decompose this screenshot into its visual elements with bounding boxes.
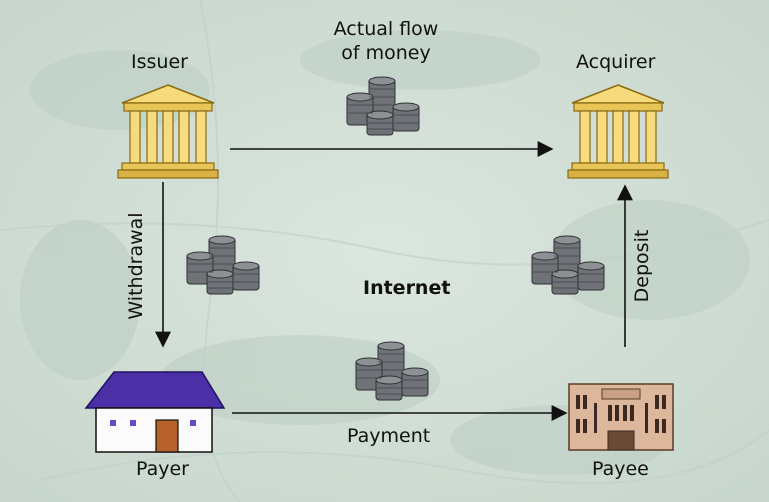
deposit-label: Deposit [631, 229, 653, 303]
payee-building-icon [568, 383, 674, 451]
acquirer-label: Acquirer [576, 51, 656, 73]
money-coins-icon [346, 76, 420, 136]
issuer-label: Issuer [131, 51, 188, 73]
withdrawal-label: Withdrawal [125, 212, 147, 320]
acquirer-bank-icon [567, 84, 669, 179]
money-flow-label-line2: of money [341, 42, 431, 64]
issuer-bank-icon [117, 84, 219, 179]
payer-label: Payer [136, 458, 189, 480]
payee-label: Payee [592, 458, 649, 480]
internet-label: Internet [363, 277, 451, 299]
deposit-coins-icon [531, 235, 605, 295]
withdrawal-coins-icon [186, 235, 260, 295]
payment-label: Payment [347, 425, 431, 447]
payment-coins-icon [355, 341, 429, 401]
payer-house-icon [84, 371, 226, 453]
money-flow-label-line1: Actual flow [333, 18, 439, 40]
